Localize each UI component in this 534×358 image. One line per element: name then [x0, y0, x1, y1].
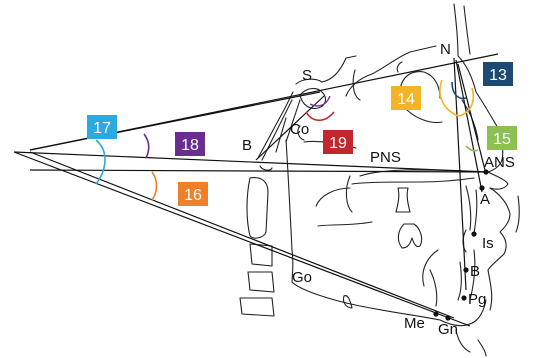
- badge-17-bg: [87, 115, 117, 139]
- arc-17: [95, 139, 106, 185]
- n-b-line: [453, 57, 467, 291]
- b-line: [29, 91, 321, 151]
- badge-14: 14: [391, 86, 421, 110]
- arc-13: [451, 81, 467, 100]
- badge-16-bg: [178, 182, 208, 206]
- label-s: S: [302, 67, 312, 84]
- badge-15-bg: [487, 126, 517, 150]
- arc-16: [151, 171, 158, 201]
- badge-13-label: 13: [489, 67, 507, 84]
- reference-lines: [13, 53, 499, 327]
- badge-19-label: 19: [329, 135, 347, 152]
- angle-badges: 17 18 16 19 14 13 15: [87, 62, 517, 206]
- badge-17-label: 17: [93, 120, 111, 137]
- label-co: Co: [290, 121, 309, 138]
- badge-14-bg: [391, 86, 421, 110]
- label-n: N: [440, 41, 451, 58]
- badge-19-bg: [323, 130, 353, 154]
- n-pog-line: [455, 59, 483, 193]
- angle-arcs: [95, 79, 479, 201]
- badge-17: 17: [87, 115, 117, 139]
- label-pg: Pg: [468, 291, 486, 308]
- badge-18: 18: [175, 132, 205, 156]
- badge-14-label: 14: [397, 91, 415, 108]
- arc-19: [305, 111, 335, 122]
- landmark-labels: S N B Co PNS ANS A Is B Pg Go Me Gn: [242, 41, 515, 338]
- label-is: Is: [482, 235, 494, 252]
- mandibular-plane: [13, 151, 471, 327]
- arc-14: [439, 79, 474, 117]
- badge-16: 16: [178, 182, 208, 206]
- landmark-points: [433, 169, 489, 321]
- badge-19: 19: [323, 130, 353, 154]
- label-b-cranial: B: [242, 137, 252, 154]
- label-b-mand: B: [470, 263, 480, 280]
- label-a: A: [480, 191, 490, 208]
- b-co-line: [255, 95, 325, 161]
- badge-18-label: 18: [181, 137, 199, 154]
- n-a-line: [457, 63, 487, 175]
- arc-15: [465, 145, 479, 152]
- mandible-lower: [29, 151, 455, 319]
- label-me: Me: [404, 315, 425, 332]
- label-go: Go: [292, 269, 312, 286]
- label-ans: ANS: [484, 154, 515, 171]
- arc-19b: [309, 95, 331, 107]
- badge-13: 13: [483, 62, 513, 86]
- badge-13-bg: [483, 62, 513, 86]
- long-line-top: [13, 151, 489, 173]
- badge-18-bg: [175, 132, 205, 156]
- label-gn: Gn: [438, 321, 458, 338]
- palatal-line: [29, 169, 489, 173]
- badge-16-label: 16: [184, 187, 202, 204]
- label-pns: PNS: [370, 149, 401, 166]
- arc-18: [143, 133, 150, 159]
- badge-15: 15: [487, 126, 517, 150]
- badge-15-label: 15: [493, 131, 511, 148]
